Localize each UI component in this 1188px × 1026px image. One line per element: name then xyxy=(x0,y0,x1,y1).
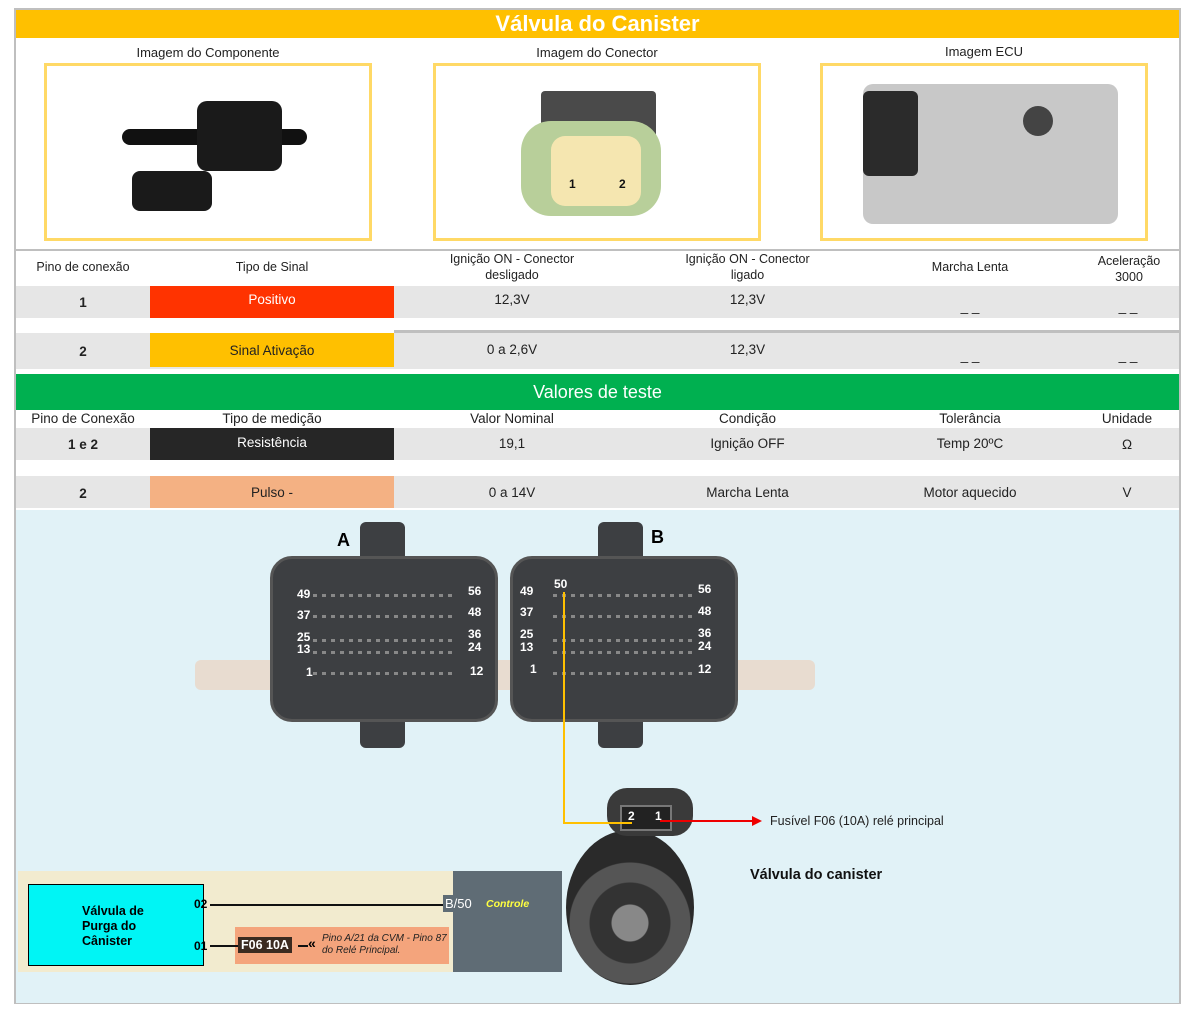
connector-b-label: B xyxy=(651,527,664,547)
t2-header-pin: Pino de Conexão xyxy=(31,411,135,426)
measure-type: Resistência xyxy=(150,428,394,460)
value: _ _ xyxy=(1118,298,1138,314)
fuse-note: Fusível F06 (10A) relé principal xyxy=(770,814,944,828)
condition: Marcha Lenta xyxy=(706,484,789,500)
component-image-label: Imagem do Componente xyxy=(136,45,280,60)
value: 12,3V xyxy=(494,291,530,307)
connector-pin-1: 1 xyxy=(569,177,576,191)
plug-pin-2: 2 xyxy=(628,809,635,823)
pin-label: 24 xyxy=(698,639,712,653)
signal-type: Sinal Ativação xyxy=(150,333,394,367)
connector-pin-2: 2 xyxy=(619,177,626,191)
t1-header-type: Tipo de Sinal xyxy=(235,260,309,274)
pin-label: 37 xyxy=(297,608,311,622)
pin-label: 37 xyxy=(520,605,534,619)
ecu-connector-a xyxy=(270,556,498,722)
schematic-ecu-label: Controle xyxy=(486,898,530,910)
pin-label: 49 xyxy=(520,584,534,598)
t1-header-idle: Marcha Lenta xyxy=(931,260,1009,274)
unit: Ω xyxy=(1121,436,1133,452)
schematic-pin-01: 01 xyxy=(194,939,208,953)
connector-a-label: A xyxy=(337,530,350,550)
nominal: 0 a 14V xyxy=(488,484,536,500)
t1-row-1: 1 Positivo 12,3V 12,3V _ _ _ _ xyxy=(16,286,1179,318)
page-frame xyxy=(14,8,1181,1004)
pin-label: 25 xyxy=(297,630,311,644)
t1-header-ign-off: Ignição ON - Conector desligado xyxy=(449,252,575,282)
schematic-note: Pino A/21 da CVM - Pino 87 do Relé Princ… xyxy=(322,933,447,956)
t2-header-tolerance: Tolerância xyxy=(939,411,1001,426)
section-test-values: Valores de teste xyxy=(16,374,1179,410)
t2-header-nominal: Valor Nominal xyxy=(470,411,554,426)
pin-label: 48 xyxy=(698,604,712,618)
pin-label: 12 xyxy=(698,662,712,676)
t2-header-type: Tipo de medição xyxy=(222,411,322,426)
pin-label: 48 xyxy=(468,605,482,619)
ecu-connector-b xyxy=(510,556,738,722)
pin: 2 xyxy=(79,343,87,359)
value: 12,3V xyxy=(729,291,766,307)
pin-label: 1 xyxy=(306,665,313,679)
ecu-image-label: Imagem ECU xyxy=(944,44,1024,59)
connector-chevron-icon: « xyxy=(308,935,316,951)
plug-pin-1: 1 xyxy=(655,809,662,823)
pin-label: 24 xyxy=(468,640,482,654)
pin: 1 xyxy=(79,294,87,310)
t2-header-unit: Unidade xyxy=(1101,411,1153,426)
pin-label: 13 xyxy=(297,642,311,656)
nominal: 19,1 xyxy=(498,435,526,451)
schematic-ecu-pin: B/50 xyxy=(443,895,474,912)
pin-label: 36 xyxy=(698,626,712,640)
value: _ _ xyxy=(1118,347,1138,363)
pin-label: 1 xyxy=(530,662,537,676)
tolerance: Temp 20ºC xyxy=(936,435,1004,451)
condition: Ignição OFF xyxy=(710,435,785,451)
pin-label: 49 xyxy=(297,587,311,601)
value: _ _ xyxy=(960,347,980,363)
t1-header-pin: Pino de conexão xyxy=(36,260,130,274)
pin-label: 12 xyxy=(470,664,484,678)
t1-row-2: 2 Sinal Ativação 0 a 2,6V 12,3V _ _ _ _ xyxy=(16,333,1179,369)
pin: 2 xyxy=(79,485,87,501)
tolerance: Motor aquecido xyxy=(923,484,1017,500)
pin-label: 13 xyxy=(520,640,534,654)
t2-row-1: 1 e 2 Resistência 19,1 Ignição OFF Temp … xyxy=(16,428,1179,460)
pin-label: 56 xyxy=(468,584,482,598)
page-title: Válvula do Canister xyxy=(16,10,1179,38)
value: _ _ xyxy=(960,298,980,314)
t1-header-ign-on: Ignição ON - Conector ligado xyxy=(685,252,810,282)
measure-type: Pulso - xyxy=(150,476,394,508)
value: 12,3V xyxy=(729,341,766,357)
connector-image-label: Imagem do Conector xyxy=(536,45,658,60)
pin-label: 56 xyxy=(698,582,712,596)
schematic-component-block xyxy=(28,884,204,966)
schematic-fuse: F06 10A xyxy=(238,937,292,953)
t1-header-accel: Aceleração 3000 xyxy=(1097,254,1161,284)
schematic-pin-02: 02 xyxy=(194,897,208,911)
valve-label: Válvula do canister xyxy=(750,867,883,883)
pin: 1 e 2 xyxy=(67,436,99,452)
component-image xyxy=(44,63,372,241)
pin-label: 25 xyxy=(520,627,534,641)
t2-row-2: 2 Pulso - 0 a 14V Marcha Lenta Motor aqu… xyxy=(16,476,1179,508)
pin-label: 36 xyxy=(468,627,482,641)
unit: V xyxy=(1122,484,1132,500)
signal-type: Positivo xyxy=(150,286,394,318)
t2-header-condition: Condição xyxy=(718,411,777,426)
schematic-component-label: Válvula de Purga do Cânister xyxy=(82,904,144,948)
value: 0 a 2,6V xyxy=(486,341,538,357)
ecu-image xyxy=(820,63,1148,241)
valve-photo xyxy=(566,830,694,985)
pin-b50-label: 50 xyxy=(554,577,568,591)
schematic-ecu-block xyxy=(453,871,562,972)
connector-image: 1 2 xyxy=(433,63,761,241)
